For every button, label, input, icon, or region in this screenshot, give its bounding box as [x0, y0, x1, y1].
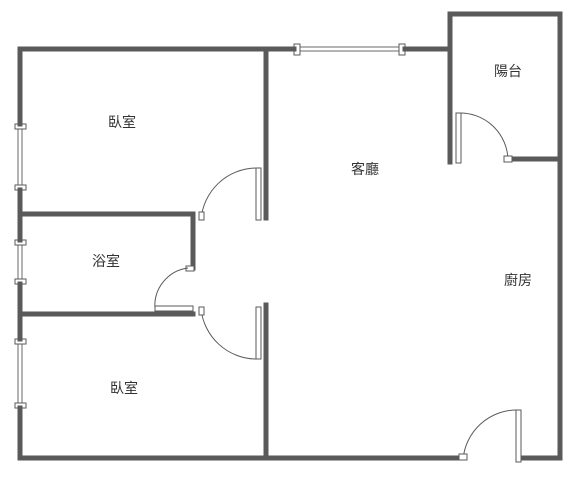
door-bathroom[interactable]	[154, 265, 195, 312]
room-label-living-room: 客廳	[351, 161, 379, 178]
window-left-bathroom	[14, 239, 27, 285]
room-label-kitchen: 廚房	[504, 272, 532, 289]
walls	[17, 11, 563, 461]
window-top	[293, 43, 406, 56]
room-label-bathroom: 浴室	[92, 253, 120, 270]
window-left-bottom-bedroom	[14, 338, 27, 409]
window-left-top-bedroom	[14, 123, 27, 191]
door-entrance[interactable]	[458, 409, 522, 463]
room-label-bedroom-top: 臥室	[108, 114, 136, 131]
door-bedroom-bottom[interactable]	[198, 306, 262, 360]
room-label-balcony: 陽台	[494, 64, 522, 80]
wall-balcony	[447, 11, 563, 459]
wall-bedroom-top-bottom	[17, 211, 196, 271]
door-balcony[interactable]	[455, 112, 513, 164]
room-label-bedroom-bottom: 臥室	[110, 380, 138, 397]
door-bedroom-top[interactable]	[198, 167, 262, 221]
